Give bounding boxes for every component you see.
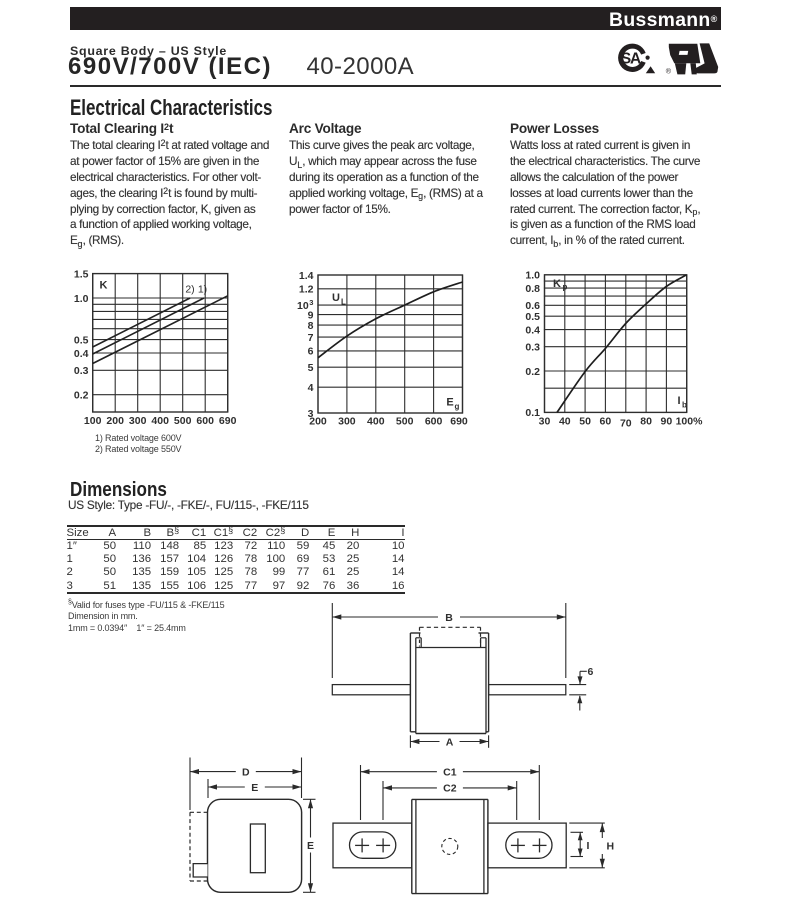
svg-text:8: 8: [308, 320, 314, 332]
svg-text:D: D: [242, 766, 250, 778]
svg-text:600: 600: [425, 416, 443, 428]
svg-text:5: 5: [308, 362, 314, 374]
svg-text:0.2: 0.2: [525, 366, 540, 378]
svg-text:I: I: [677, 395, 680, 407]
svg-text:1): 1): [198, 284, 207, 296]
svg-text:U: U: [332, 292, 340, 304]
svg-text:70: 70: [620, 418, 632, 430]
svg-text:100%: 100%: [676, 415, 704, 427]
svg-text:B: B: [445, 612, 453, 624]
svg-text:7: 7: [308, 332, 314, 344]
svg-text:3: 3: [309, 298, 313, 307]
svg-text:®: ®: [666, 67, 672, 76]
svg-text:60: 60: [600, 415, 612, 427]
svg-text:200: 200: [106, 415, 124, 427]
svg-text:4: 4: [308, 382, 314, 394]
svg-text:40: 40: [559, 415, 571, 427]
svg-text:10: 10: [297, 300, 309, 312]
svg-text:30: 30: [539, 415, 551, 427]
svg-text:500: 500: [396, 416, 414, 428]
svg-text:E: E: [446, 397, 453, 409]
svg-text:3: 3: [308, 408, 314, 420]
svg-text:1.0: 1.0: [525, 270, 540, 282]
svg-text:2): 2): [185, 284, 194, 296]
svg-text:0.8: 0.8: [525, 283, 540, 295]
svg-text:9: 9: [308, 309, 314, 321]
svg-text:0.3: 0.3: [525, 342, 540, 354]
svg-text:E: E: [251, 782, 258, 794]
svg-text:A: A: [446, 736, 454, 748]
svg-text:90: 90: [661, 415, 673, 427]
svg-text:690: 690: [450, 416, 468, 428]
svg-text:b: b: [682, 401, 687, 410]
svg-text:300: 300: [338, 416, 356, 428]
svg-text:0.4: 0.4: [525, 324, 540, 336]
svg-text:0.2: 0.2: [74, 390, 89, 402]
svg-text:I: I: [587, 840, 590, 852]
svg-text:100: 100: [84, 415, 102, 427]
svg-text:SA: SA: [621, 50, 641, 67]
svg-text:0.5: 0.5: [525, 311, 540, 323]
svg-text:K: K: [100, 280, 108, 292]
svg-text:1.2: 1.2: [299, 284, 314, 296]
svg-text:400: 400: [367, 416, 385, 428]
svg-text:6: 6: [588, 666, 594, 678]
svg-text:50: 50: [579, 415, 591, 427]
svg-text:600: 600: [196, 415, 214, 427]
svg-text:0.1: 0.1: [525, 407, 540, 419]
svg-text:80: 80: [640, 415, 652, 427]
svg-text:H: H: [607, 841, 615, 853]
svg-text:E: E: [307, 840, 314, 852]
svg-text:1.0: 1.0: [74, 293, 89, 305]
svg-text:p: p: [563, 283, 568, 292]
svg-text:200: 200: [309, 416, 327, 428]
svg-text:0.4: 0.4: [74, 348, 89, 360]
svg-text:6: 6: [308, 346, 314, 358]
svg-text:500: 500: [174, 415, 192, 427]
svg-text:400: 400: [151, 415, 169, 427]
svg-text:C2: C2: [443, 783, 457, 795]
svg-text:1.5: 1.5: [74, 268, 89, 280]
svg-text:1.4: 1.4: [299, 270, 314, 282]
svg-text:K: K: [553, 278, 561, 290]
svg-text:C1: C1: [443, 767, 457, 779]
svg-text:690: 690: [219, 415, 237, 427]
svg-text:300: 300: [129, 415, 147, 427]
svg-text:L: L: [341, 298, 346, 307]
svg-text:0.5: 0.5: [74, 334, 89, 346]
svg-text:0.6: 0.6: [525, 300, 540, 312]
svg-text:g: g: [455, 402, 460, 411]
svg-text:0.3: 0.3: [74, 365, 89, 377]
